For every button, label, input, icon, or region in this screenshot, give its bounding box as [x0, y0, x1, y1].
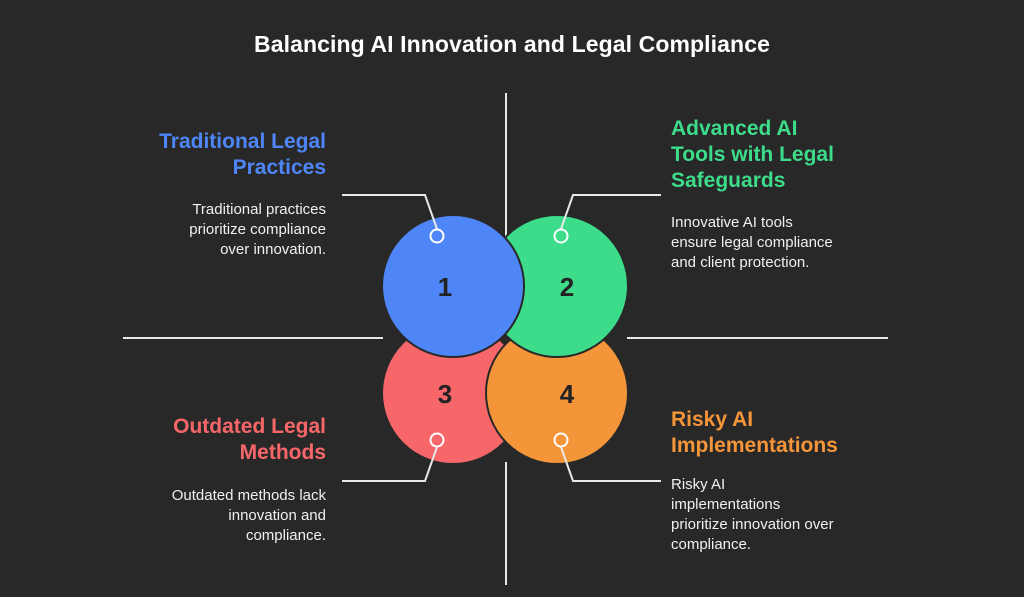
connector-4 — [560, 446, 661, 482]
quadrant-4-description: Risky AI implementations prioritize inno… — [671, 476, 834, 553]
quadrant-2-title: Advanced AI Tools with Legal Safeguards — [671, 117, 834, 192]
quadrant-1-title: Traditional Legal Practices — [159, 130, 326, 179]
connector-3 — [342, 446, 438, 482]
connector-1 — [342, 194, 438, 230]
anchor-dot-1 — [429, 228, 445, 244]
circle-number-2: 2 — [560, 272, 574, 302]
quadrant-1-description: Traditional practices prioritize complia… — [189, 201, 326, 258]
quadrant-3-title: Outdated Legal Methods — [173, 415, 326, 464]
circle-number-4: 4 — [560, 379, 575, 409]
anchor-dot-4 — [553, 432, 569, 448]
circle-number-1: 1 — [438, 272, 452, 302]
circle-1 — [381, 214, 525, 358]
quadrant-4-title: Risky AI Implementations — [671, 408, 838, 457]
connector-2 — [560, 194, 661, 230]
quadrant-3-description: Outdated methods lack innovation and com… — [171, 487, 326, 544]
quadrant-2-description: Innovative AI tools ensure legal complia… — [671, 214, 833, 271]
anchor-dot-2 — [553, 228, 569, 244]
circle-number-3: 3 — [438, 379, 452, 409]
page-title: Balancing AI Innovation and Legal Compli… — [253, 31, 770, 57]
anchor-dot-3 — [429, 432, 445, 448]
